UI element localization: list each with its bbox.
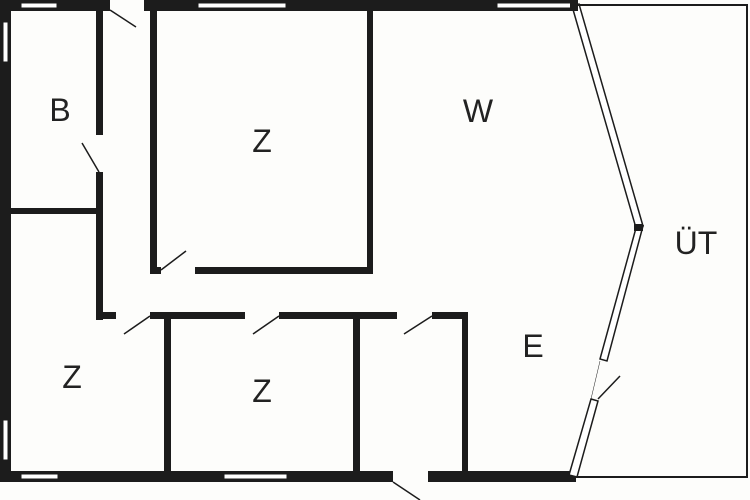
wall-row-top-2 xyxy=(279,312,397,319)
terrace-border xyxy=(576,4,748,478)
door-terrace xyxy=(597,375,621,400)
door-bottom xyxy=(392,481,421,500)
glazing-lower-1 xyxy=(599,224,645,362)
glazing-lower-2 xyxy=(568,398,599,478)
terrace-outline xyxy=(576,4,748,478)
room-label-terrace: ÜT xyxy=(674,225,718,261)
wall-z-mid-right xyxy=(353,312,360,477)
door-terrace-frame xyxy=(590,360,601,400)
window-top-1 xyxy=(20,2,58,9)
glazing-upper xyxy=(571,3,644,229)
door-room-z-top xyxy=(160,250,187,271)
wall-room-z-top-bottom-1 xyxy=(150,267,161,274)
window-left-2 xyxy=(2,419,9,461)
room-label-bedroom-middle: Z xyxy=(252,373,272,409)
glazed-facade xyxy=(568,3,645,478)
wall-bath-right-lower xyxy=(96,172,103,320)
window-top-3 xyxy=(496,2,572,9)
facade-joint xyxy=(634,224,643,231)
room-label-bathroom: B xyxy=(49,92,71,128)
room-label-dining: E xyxy=(522,328,544,364)
wall-bath-bottom xyxy=(8,208,103,214)
window-bottom-2 xyxy=(223,473,288,480)
wall-bottom-1 xyxy=(0,471,393,482)
wall-bath-right-upper xyxy=(96,8,103,135)
room-label-bedroom-left: Z xyxy=(62,359,82,395)
facade-corner-top xyxy=(570,0,578,11)
wall-corridor-left-foot xyxy=(96,312,116,319)
wall-left xyxy=(0,0,11,482)
wall-room-z-top-left xyxy=(150,8,157,274)
doors xyxy=(81,9,621,500)
room-label-living: W xyxy=(462,93,494,129)
walls xyxy=(0,0,576,482)
wall-row-top-1 xyxy=(150,312,245,319)
wall-top-2 xyxy=(144,0,576,11)
windows xyxy=(2,2,572,480)
door-room-z-middle xyxy=(252,315,280,335)
window-left-1 xyxy=(2,21,9,63)
wall-row-top-3 xyxy=(432,312,468,319)
room-label-bedroom-top: Z xyxy=(252,123,272,159)
window-top-2 xyxy=(197,2,287,9)
wall-z-left-right xyxy=(164,312,171,477)
wall-room-z-top-right xyxy=(367,8,373,274)
wall-storage-right xyxy=(462,312,468,477)
door-room-z-left xyxy=(123,315,151,335)
door-storage xyxy=(403,315,433,335)
wall-room-z-top-bottom-2 xyxy=(195,267,373,274)
window-bottom-1 xyxy=(20,473,59,480)
door-bathroom xyxy=(81,142,100,173)
door-entrance-top xyxy=(109,9,137,28)
wall-bottom-2 xyxy=(428,471,576,482)
